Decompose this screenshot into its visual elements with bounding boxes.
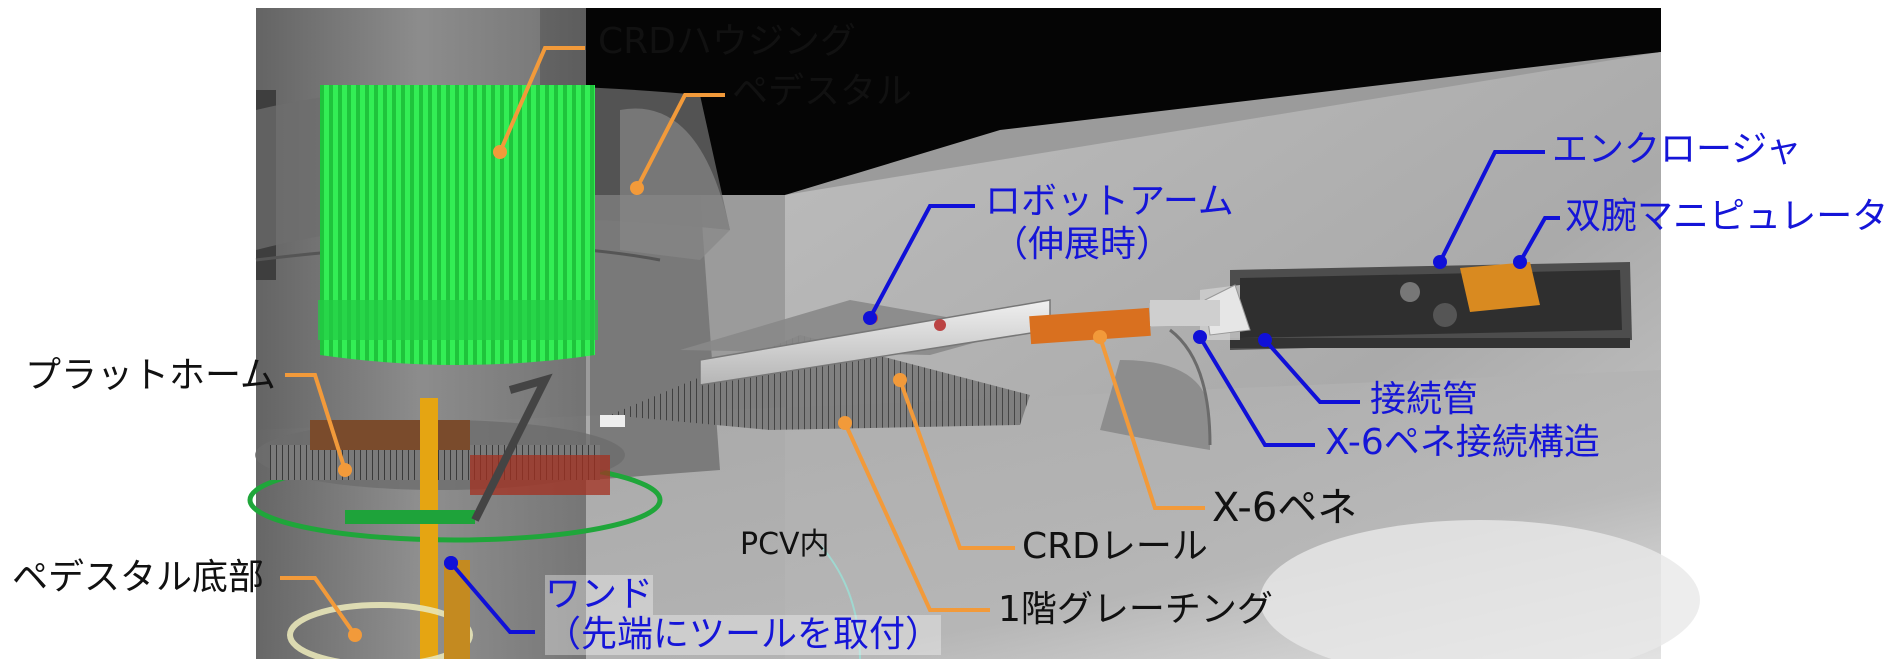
leader-grating xyxy=(843,422,990,612)
enclosure-device xyxy=(1200,262,1632,350)
leader-wand xyxy=(449,561,535,634)
label-robot-arm-note: （伸展時） xyxy=(992,224,1173,265)
label-robot-arm: ロボットアーム xyxy=(985,181,1234,222)
label-x6-connection-structure: X-6ペネ接続構造 xyxy=(1325,422,1600,463)
orange-leader-dots xyxy=(338,145,1107,642)
leader-connection-pipe xyxy=(1263,338,1360,404)
leader-x6-penetration xyxy=(1098,336,1205,510)
label-wand: ワンド xyxy=(545,574,654,615)
label-first-floor-grating: 1階グレーチング xyxy=(998,589,1273,630)
label-crd-rail: CRDレール xyxy=(1022,526,1208,567)
label-pedestal: ペデスタル xyxy=(732,71,913,112)
leader-pedestal xyxy=(635,93,725,189)
leader-x6-structure xyxy=(1198,335,1315,447)
x6-connection-pipe xyxy=(1150,284,1251,336)
leader-crd-rail xyxy=(898,379,1015,550)
label-enclosure: エンクロージャ xyxy=(1552,129,1802,170)
crd-housing-array xyxy=(318,85,598,365)
leader-dual-arm xyxy=(1518,216,1560,263)
blue-leader-lines xyxy=(449,150,1560,634)
label-pedestal-bottom: ペデスタル底部 xyxy=(12,557,265,598)
leader-crd-housing xyxy=(498,46,585,153)
label-dual-arm-manipulator: 双腕マニピュレータ xyxy=(1565,196,1889,237)
leader-platform xyxy=(285,373,347,471)
label-wand-note: （先端にツールを取付） xyxy=(545,614,942,655)
leader-enclosure xyxy=(1438,150,1545,263)
leader-pedestal-bottom xyxy=(280,576,357,637)
label-crd-housing: CRDハウジング xyxy=(598,21,856,62)
leader-robot-arm xyxy=(868,204,975,319)
label-platform: プラットホーム xyxy=(25,355,276,396)
pcv-boundary-arc xyxy=(819,544,861,659)
label-pcv-inside: PCV内 xyxy=(740,527,830,562)
label-connection-pipe: 接続管 xyxy=(1370,379,1479,420)
orange-leader-lines xyxy=(280,46,1205,637)
label-x6-penetration: X-6ペネ xyxy=(1212,485,1358,531)
blue-leader-dots xyxy=(444,255,1527,570)
